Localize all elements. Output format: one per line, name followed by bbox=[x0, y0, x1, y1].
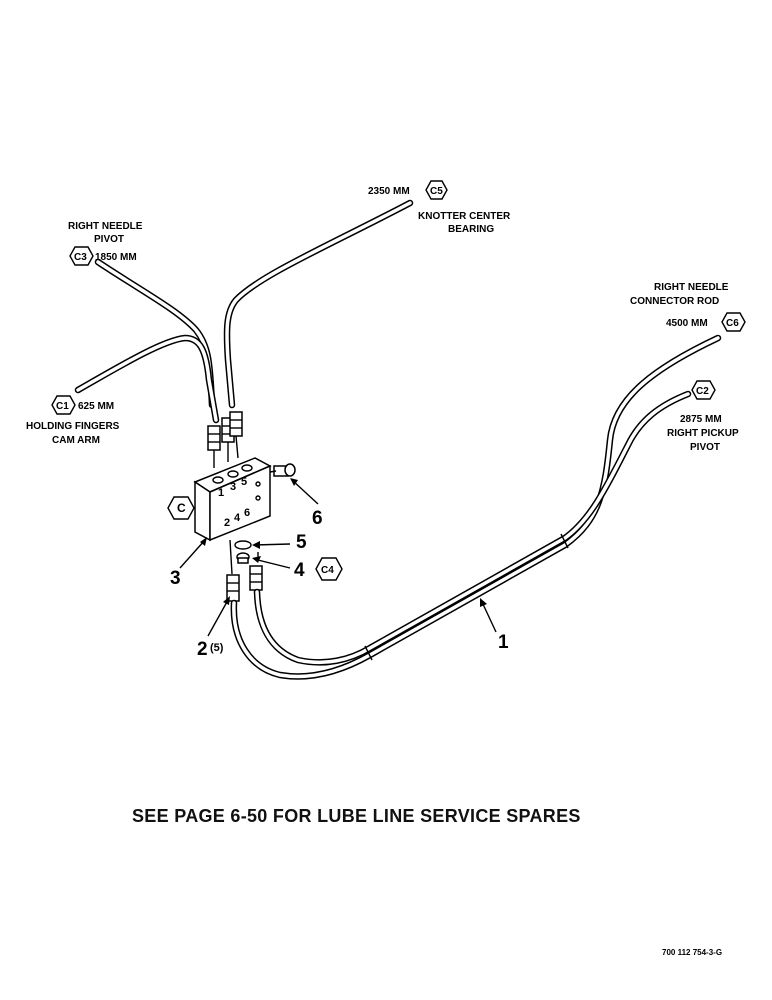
hex-c6 bbox=[721, 312, 746, 332]
block-port-6: 6 bbox=[244, 507, 250, 519]
hex-c3 bbox=[69, 246, 94, 266]
hex-c3-text: C3 bbox=[74, 252, 87, 263]
label-right-pickup: C2 2875 MM RIGHT PICKUP PIVOT bbox=[667, 380, 739, 453]
callout-3: 3 bbox=[170, 568, 181, 589]
block-port-5: 5 bbox=[241, 476, 247, 488]
holding-1: HOLDING FINGERS bbox=[26, 421, 120, 432]
fitting-port-5 bbox=[229, 411, 243, 437]
tube-right-needle-pivot bbox=[94, 258, 216, 409]
c3-mm: 1850 MM bbox=[95, 252, 137, 263]
hex-c4 bbox=[315, 557, 343, 581]
hex-c-block: C bbox=[167, 496, 195, 520]
leader-2 bbox=[207, 599, 229, 637]
leader-6 bbox=[291, 479, 319, 505]
c1-mm: 625 MM bbox=[78, 401, 114, 412]
block-port-3: 3 bbox=[230, 481, 236, 493]
label-holding-fingers: C1 625 MM HOLDING FINGERS CAM ARM bbox=[26, 395, 120, 446]
lower-fittings bbox=[226, 539, 263, 602]
pickup-mm: 2875 MM bbox=[680, 414, 722, 425]
leader-4 bbox=[253, 558, 291, 569]
fitting-port-1 bbox=[207, 425, 221, 451]
washer-items-4-5 bbox=[234, 540, 291, 569]
leader-1 bbox=[481, 601, 497, 633]
callout-2-qty: (5) bbox=[210, 642, 224, 654]
hex-c1 bbox=[51, 395, 76, 415]
footer-note: SEE PAGE 6-50 FOR LUBE LINE SERVICE SPAR… bbox=[132, 806, 581, 826]
pickup-1: RIGHT PICKUP bbox=[667, 428, 739, 439]
hex-c1-text: C1 bbox=[56, 401, 69, 412]
hex-c5-knotter-text: C5 bbox=[430, 186, 443, 197]
block-port-4: 4 bbox=[234, 512, 241, 524]
hex-c5-knotter bbox=[425, 180, 448, 200]
tube-knotter-center bbox=[223, 199, 414, 409]
callout-4: 4 bbox=[294, 560, 305, 581]
label-knotter: 2350 MM C5 KNOTTER CENTER BEARING bbox=[368, 180, 511, 235]
hex-c-text: C bbox=[177, 501, 186, 515]
pickup-2: PIVOT bbox=[690, 442, 720, 453]
plug-item-6 bbox=[269, 463, 319, 505]
tube-connector-rod bbox=[230, 334, 722, 680]
leader-3 bbox=[179, 539, 206, 569]
hex-c2-text: C2 bbox=[696, 386, 709, 397]
label-right-needle-pivot: RIGHT NEEDLE PIVOT C3 1850 MM bbox=[68, 221, 143, 266]
callout-1: 1 bbox=[498, 632, 509, 653]
needle-pivot-1: RIGHT NEEDLE bbox=[68, 221, 143, 232]
label-connector-rod: RIGHT NEEDLE CONNECTOR ROD 4500 MM C6 bbox=[630, 282, 746, 332]
upper-fittings bbox=[207, 411, 243, 468]
hex-c2 bbox=[691, 380, 716, 400]
connector-rod-2: CONNECTOR ROD bbox=[630, 296, 719, 307]
hex-c6-text: C6 bbox=[726, 318, 739, 329]
upper-tubes bbox=[74, 199, 414, 424]
callout-5: 5 bbox=[296, 532, 307, 553]
holding-2: CAM ARM bbox=[52, 435, 100, 446]
callout-2: 2 bbox=[197, 639, 208, 660]
knotter-name-2: BEARING bbox=[448, 224, 494, 235]
connector-rod-mm: 4500 MM bbox=[666, 318, 708, 329]
block-port-1: 1 bbox=[218, 487, 224, 499]
fitting-lower-right bbox=[249, 565, 263, 591]
callout-6: 6 bbox=[312, 508, 323, 529]
callouts: 1 2 (5) 3 4 C4 5 6 bbox=[170, 508, 509, 660]
block-port-2: 2 bbox=[224, 517, 230, 529]
connector-rod-1: RIGHT NEEDLE bbox=[654, 282, 729, 293]
drawing-code: 700 112 754-3-G bbox=[662, 948, 722, 957]
hex-c4-text: C4 bbox=[321, 565, 334, 576]
lower-tubes bbox=[230, 334, 722, 680]
needle-pivot-2: PIVOT bbox=[94, 234, 124, 245]
knotter-name-1: KNOTTER CENTER bbox=[418, 211, 511, 222]
distribution-block: 1 3 5 2 4 6 bbox=[193, 457, 272, 542]
knotter-mm: 2350 MM bbox=[368, 186, 410, 197]
